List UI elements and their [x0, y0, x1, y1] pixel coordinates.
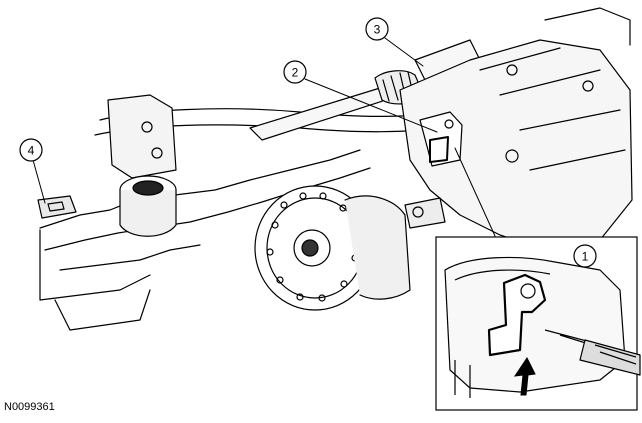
callout-1-label: 1	[582, 250, 589, 264]
callout-1: 1	[573, 244, 597, 268]
shift-bracket	[404, 111, 463, 229]
detail-inset	[435, 236, 641, 411]
callout-2: 2	[283, 60, 307, 84]
figure-id: N0099361	[4, 401, 55, 413]
callout-4: 4	[19, 138, 43, 162]
axle-flange	[254, 185, 411, 311]
callout-3-label: 3	[374, 23, 381, 37]
callout-3: 3	[365, 17, 389, 41]
half-shaft	[249, 39, 481, 141]
callout-2-label: 2	[292, 66, 299, 80]
mount-bracket	[37, 195, 77, 219]
engine-mount	[107, 94, 177, 237]
direction-arrow	[513, 357, 536, 396]
callout-4-label: 4	[28, 144, 35, 158]
